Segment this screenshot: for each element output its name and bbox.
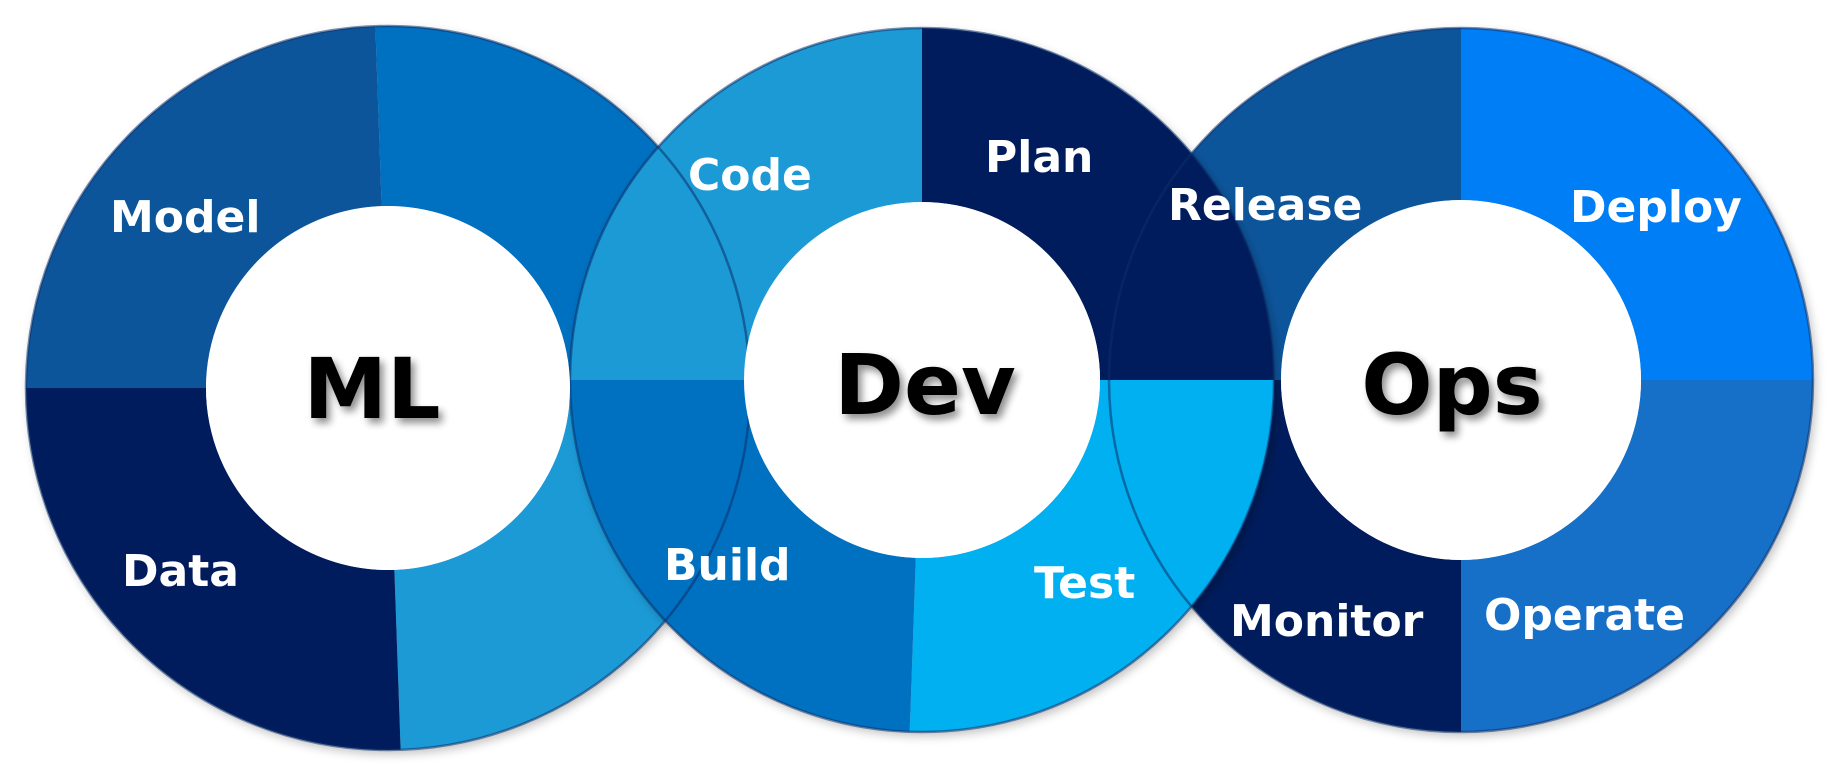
ops-segment-operate <box>1461 380 1813 732</box>
dev-segment-code <box>570 28 922 380</box>
ml-segment-data <box>26 388 401 750</box>
ml-segment-model <box>26 26 382 388</box>
ml-hub-label: ML <box>303 340 440 438</box>
label-monitor: Monitor <box>1230 596 1424 647</box>
label-plan: Plan <box>985 132 1093 183</box>
dev-ring-outline <box>568 26 1276 734</box>
ops-ring-outline <box>1107 26 1815 734</box>
label-test: Test <box>1034 558 1135 609</box>
dev-segment-plan <box>922 28 1274 380</box>
ops-hub <box>1281 200 1641 560</box>
label-release: Release <box>1168 180 1362 231</box>
dev-segment-build <box>570 380 916 732</box>
label-data: Data <box>122 546 239 597</box>
dev-hub <box>744 202 1100 558</box>
dev-hub-label: Dev <box>834 336 1015 434</box>
dev-segment-test <box>909 380 1274 732</box>
ops-segment-deploy <box>1461 28 1813 380</box>
ml-hub <box>206 206 570 570</box>
label-model: Model <box>110 192 260 243</box>
label-deploy: Deploy <box>1570 182 1742 233</box>
label-build: Build <box>664 540 791 591</box>
label-code: Code <box>688 150 812 201</box>
label-operate: Operate <box>1484 590 1685 641</box>
ring-dev <box>570 28 1274 732</box>
ops-hub-label: Ops <box>1361 336 1543 434</box>
